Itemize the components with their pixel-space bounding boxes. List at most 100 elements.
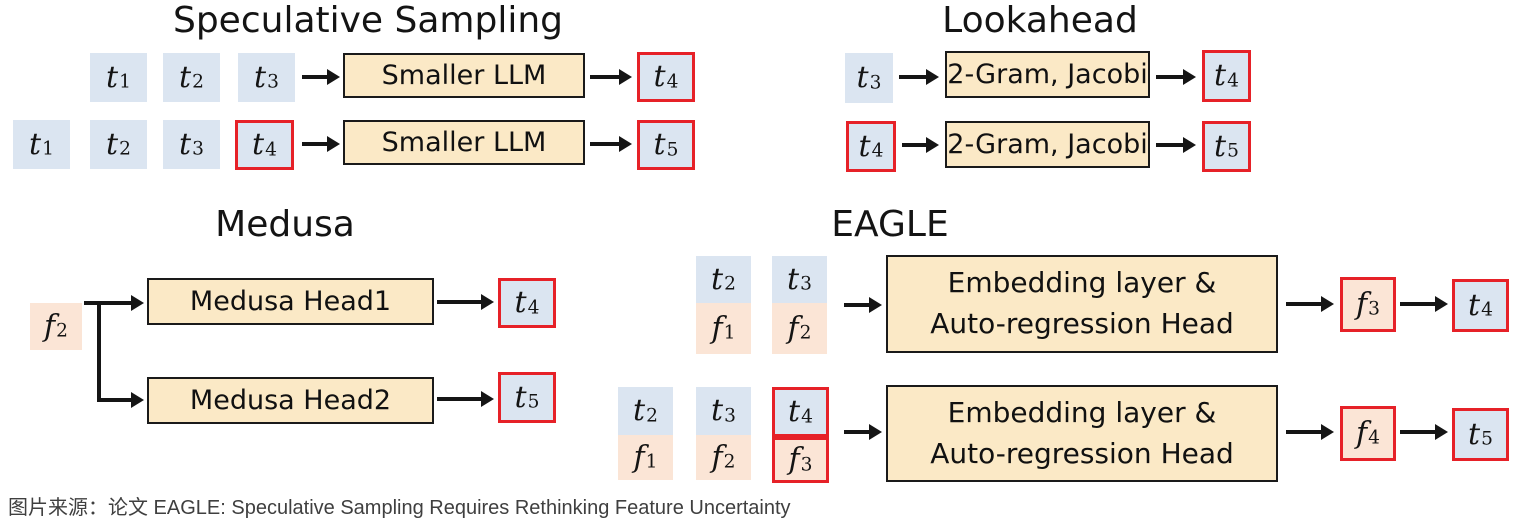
arrow-icon xyxy=(1400,424,1448,440)
section-title-lookahead: Lookahead xyxy=(942,0,1138,41)
token-sub: 4 xyxy=(1481,299,1493,321)
token-sub: 2 xyxy=(192,71,204,93)
arrow-icon xyxy=(302,136,340,152)
token-sub: 3 xyxy=(1368,298,1380,320)
token-base: f xyxy=(711,439,723,475)
smaller-llm-box: Smaller LLM xyxy=(343,53,585,98)
token-base: t xyxy=(787,261,800,297)
token-sub: 2 xyxy=(56,320,68,342)
eagle-model-box: Embedding layer & Auto-regression Head xyxy=(886,385,1278,482)
token-sub: 3 xyxy=(800,454,813,476)
token-base: t xyxy=(1214,128,1227,164)
token-sub: 1 xyxy=(42,138,54,160)
token-sub: 2 xyxy=(723,451,736,473)
token-base: t xyxy=(633,393,646,428)
token-base: t xyxy=(653,59,666,94)
eagle-model-line1: Embedding layer & xyxy=(947,395,1217,429)
smaller-llm-box: Smaller LLM xyxy=(343,120,585,165)
arrow-icon xyxy=(1286,296,1334,312)
token-base: t xyxy=(252,127,265,162)
arrow-icon xyxy=(902,137,939,153)
token-base: f xyxy=(787,310,799,346)
token-sub: 3 xyxy=(869,72,882,94)
arrow-icon xyxy=(1286,424,1334,440)
token-sub: 5 xyxy=(1481,428,1493,450)
eagle-model-box: Embedding layer & Auto-regression Head xyxy=(886,255,1278,353)
token-sub: 5 xyxy=(527,391,540,413)
token-base: t xyxy=(1468,287,1481,323)
branch-connector-line xyxy=(97,302,101,401)
token-base: f xyxy=(1356,286,1368,322)
token-base: f xyxy=(788,442,800,477)
medusa-head2-box: Medusa Head2 xyxy=(147,377,434,424)
token-base: t xyxy=(1214,58,1227,93)
eagle-model-line2: Auto-regression Head xyxy=(930,436,1234,470)
token-sub: 4 xyxy=(666,71,679,93)
token-base: t xyxy=(788,394,801,429)
arrow-icon xyxy=(1400,296,1448,312)
token-sub: 4 xyxy=(527,297,540,319)
token-sub: 4 xyxy=(265,139,277,161)
token-sub: 3 xyxy=(724,405,736,427)
token-sub: 2 xyxy=(119,138,131,160)
arrow-icon xyxy=(590,69,632,85)
arrow-icon xyxy=(97,392,144,408)
arrow-icon xyxy=(1156,137,1196,153)
token-sub: 1 xyxy=(119,71,131,93)
eagle-model-line2: Auto-regression Head xyxy=(930,307,1234,340)
token-base: f xyxy=(1356,415,1368,451)
arrow-icon xyxy=(437,294,494,310)
section-title-eagle: EAGLE xyxy=(831,204,949,245)
token-base: t xyxy=(514,285,527,320)
token-base: t xyxy=(179,59,192,95)
token-base: t xyxy=(711,393,724,428)
section-title-medusa: Medusa xyxy=(215,204,355,245)
arrow-icon xyxy=(899,69,939,85)
token-sub: 3 xyxy=(192,138,204,160)
token-base: f xyxy=(633,439,645,475)
token-base: t xyxy=(514,379,527,415)
token-base: t xyxy=(653,127,666,162)
token-sub: 4 xyxy=(871,140,884,162)
token-base: t xyxy=(29,126,42,162)
arrow-icon xyxy=(1156,69,1196,85)
token-base: t xyxy=(858,128,871,164)
two-gram-jacobi-box: 2-Gram, Jacobi xyxy=(945,51,1150,98)
token-base: f xyxy=(44,308,56,344)
token-sub: 2 xyxy=(724,273,736,295)
token-base: t xyxy=(711,261,724,297)
token-base: t xyxy=(106,59,119,95)
arrow-icon xyxy=(844,297,882,313)
token-base: t xyxy=(179,126,192,162)
arrow-icon xyxy=(437,391,494,407)
token-base: t xyxy=(254,59,267,95)
image-source-caption: 图片来源：论文 EAGLE: Speculative Sampling Requ… xyxy=(8,497,791,519)
token-base: t xyxy=(856,60,869,95)
token-sub: 3 xyxy=(267,71,279,93)
